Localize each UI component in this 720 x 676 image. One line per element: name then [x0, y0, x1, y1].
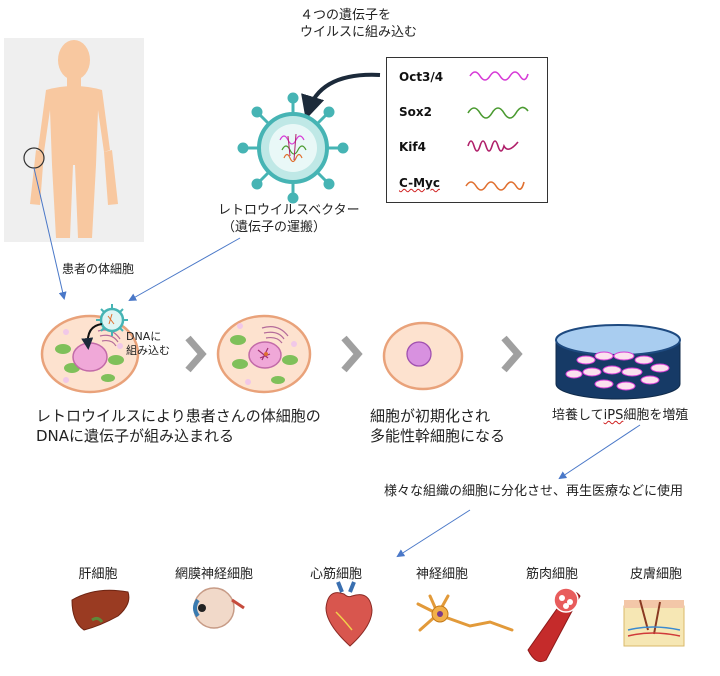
step2-line1: 細胞が初期化され: [370, 407, 491, 425]
step3-post: 細胞を増殖: [623, 408, 689, 423]
gene-wave-cmyc: [465, 181, 525, 191]
arrow-ips-to-text: [558, 424, 641, 480]
gene-wave-sox2: [467, 106, 529, 119]
insert-label-line2: 組み込む: [126, 344, 170, 358]
step1-description: レトロウイルスにより患者さんの体細胞の DNAに遺伝子が組み込まれる: [36, 406, 321, 447]
insert-arrow: [81, 323, 103, 350]
organ-label-muscle: 筋肉細胞: [525, 567, 578, 582]
arrow-body-to-cell: [33, 167, 67, 300]
chevron-step1: [185, 335, 207, 373]
gene-wave-kif4: [467, 140, 519, 152]
arrow-genes-to-virus: [301, 72, 381, 120]
chevron-step2: [341, 335, 363, 373]
organ-label-retina: 網膜神経細胞: [174, 567, 253, 582]
organ-label-neuron: 神経細胞: [415, 567, 468, 582]
insert-label: DNAに 組み込む: [126, 330, 170, 359]
insert-label-line1: DNAに: [126, 330, 162, 343]
gene-cmyc: C-Myc: [399, 176, 440, 190]
arrow-text-to-organs: [396, 509, 471, 558]
gene-oct34: Oct3/4: [399, 70, 444, 84]
step1-line2: DNAに遺伝子が組み込まれる: [36, 427, 235, 446]
organ-label-skin: 皮膚細胞: [629, 567, 682, 582]
muscle-icon: [527, 587, 581, 663]
patient-cell-label: 患者の体細胞: [62, 262, 135, 276]
gene-wave-oct34: [469, 71, 529, 81]
heart-icon: [325, 581, 373, 647]
organ-label-heart: 心筋細胞: [309, 567, 362, 582]
top-note-line1: ４つの遺伝子を: [300, 8, 392, 23]
step2-description: 細胞が初期化され 多能性幹細胞になる: [370, 406, 505, 447]
vector-label-line1: レトロウイルスベクター: [218, 203, 360, 218]
step3-pre: 培養して: [552, 408, 604, 423]
step2-line2: 多能性幹細胞になる: [370, 427, 506, 446]
gene-sox2: Sox2: [399, 105, 432, 119]
chevron-step3: [501, 335, 523, 373]
step3-ips: iPS: [603, 408, 624, 423]
top-note-line2: ウイルスに組み込む: [300, 24, 418, 40]
vector-label-line2: （遺伝子の運搬）: [222, 219, 327, 235]
organ-label-liver: 肝細胞: [78, 567, 118, 582]
arrow-virus-to-cell: [128, 237, 241, 301]
step3-description: 培養してiPS細胞を増殖: [552, 408, 688, 425]
vector-label: レトロウイルスベクター （遺伝子の運搬）: [218, 203, 360, 237]
skin-icon: [623, 599, 685, 647]
gene-box: Oct3/4 Sox2 Kif4 C-Myc: [386, 57, 548, 203]
differentiate-text: 様々な組織の細胞に分化させ、再生医療などに使用: [384, 484, 684, 499]
neuron-icon: [416, 594, 514, 632]
gene-kif4: Kif4: [399, 140, 426, 154]
top-note: ４つの遺伝子を ウイルスに組み込む: [300, 8, 417, 42]
step1-line1: レトロウイルスにより患者さんの体細胞の: [36, 407, 321, 425]
liver-icon: [71, 589, 130, 631]
eye-icon: [193, 587, 245, 629]
